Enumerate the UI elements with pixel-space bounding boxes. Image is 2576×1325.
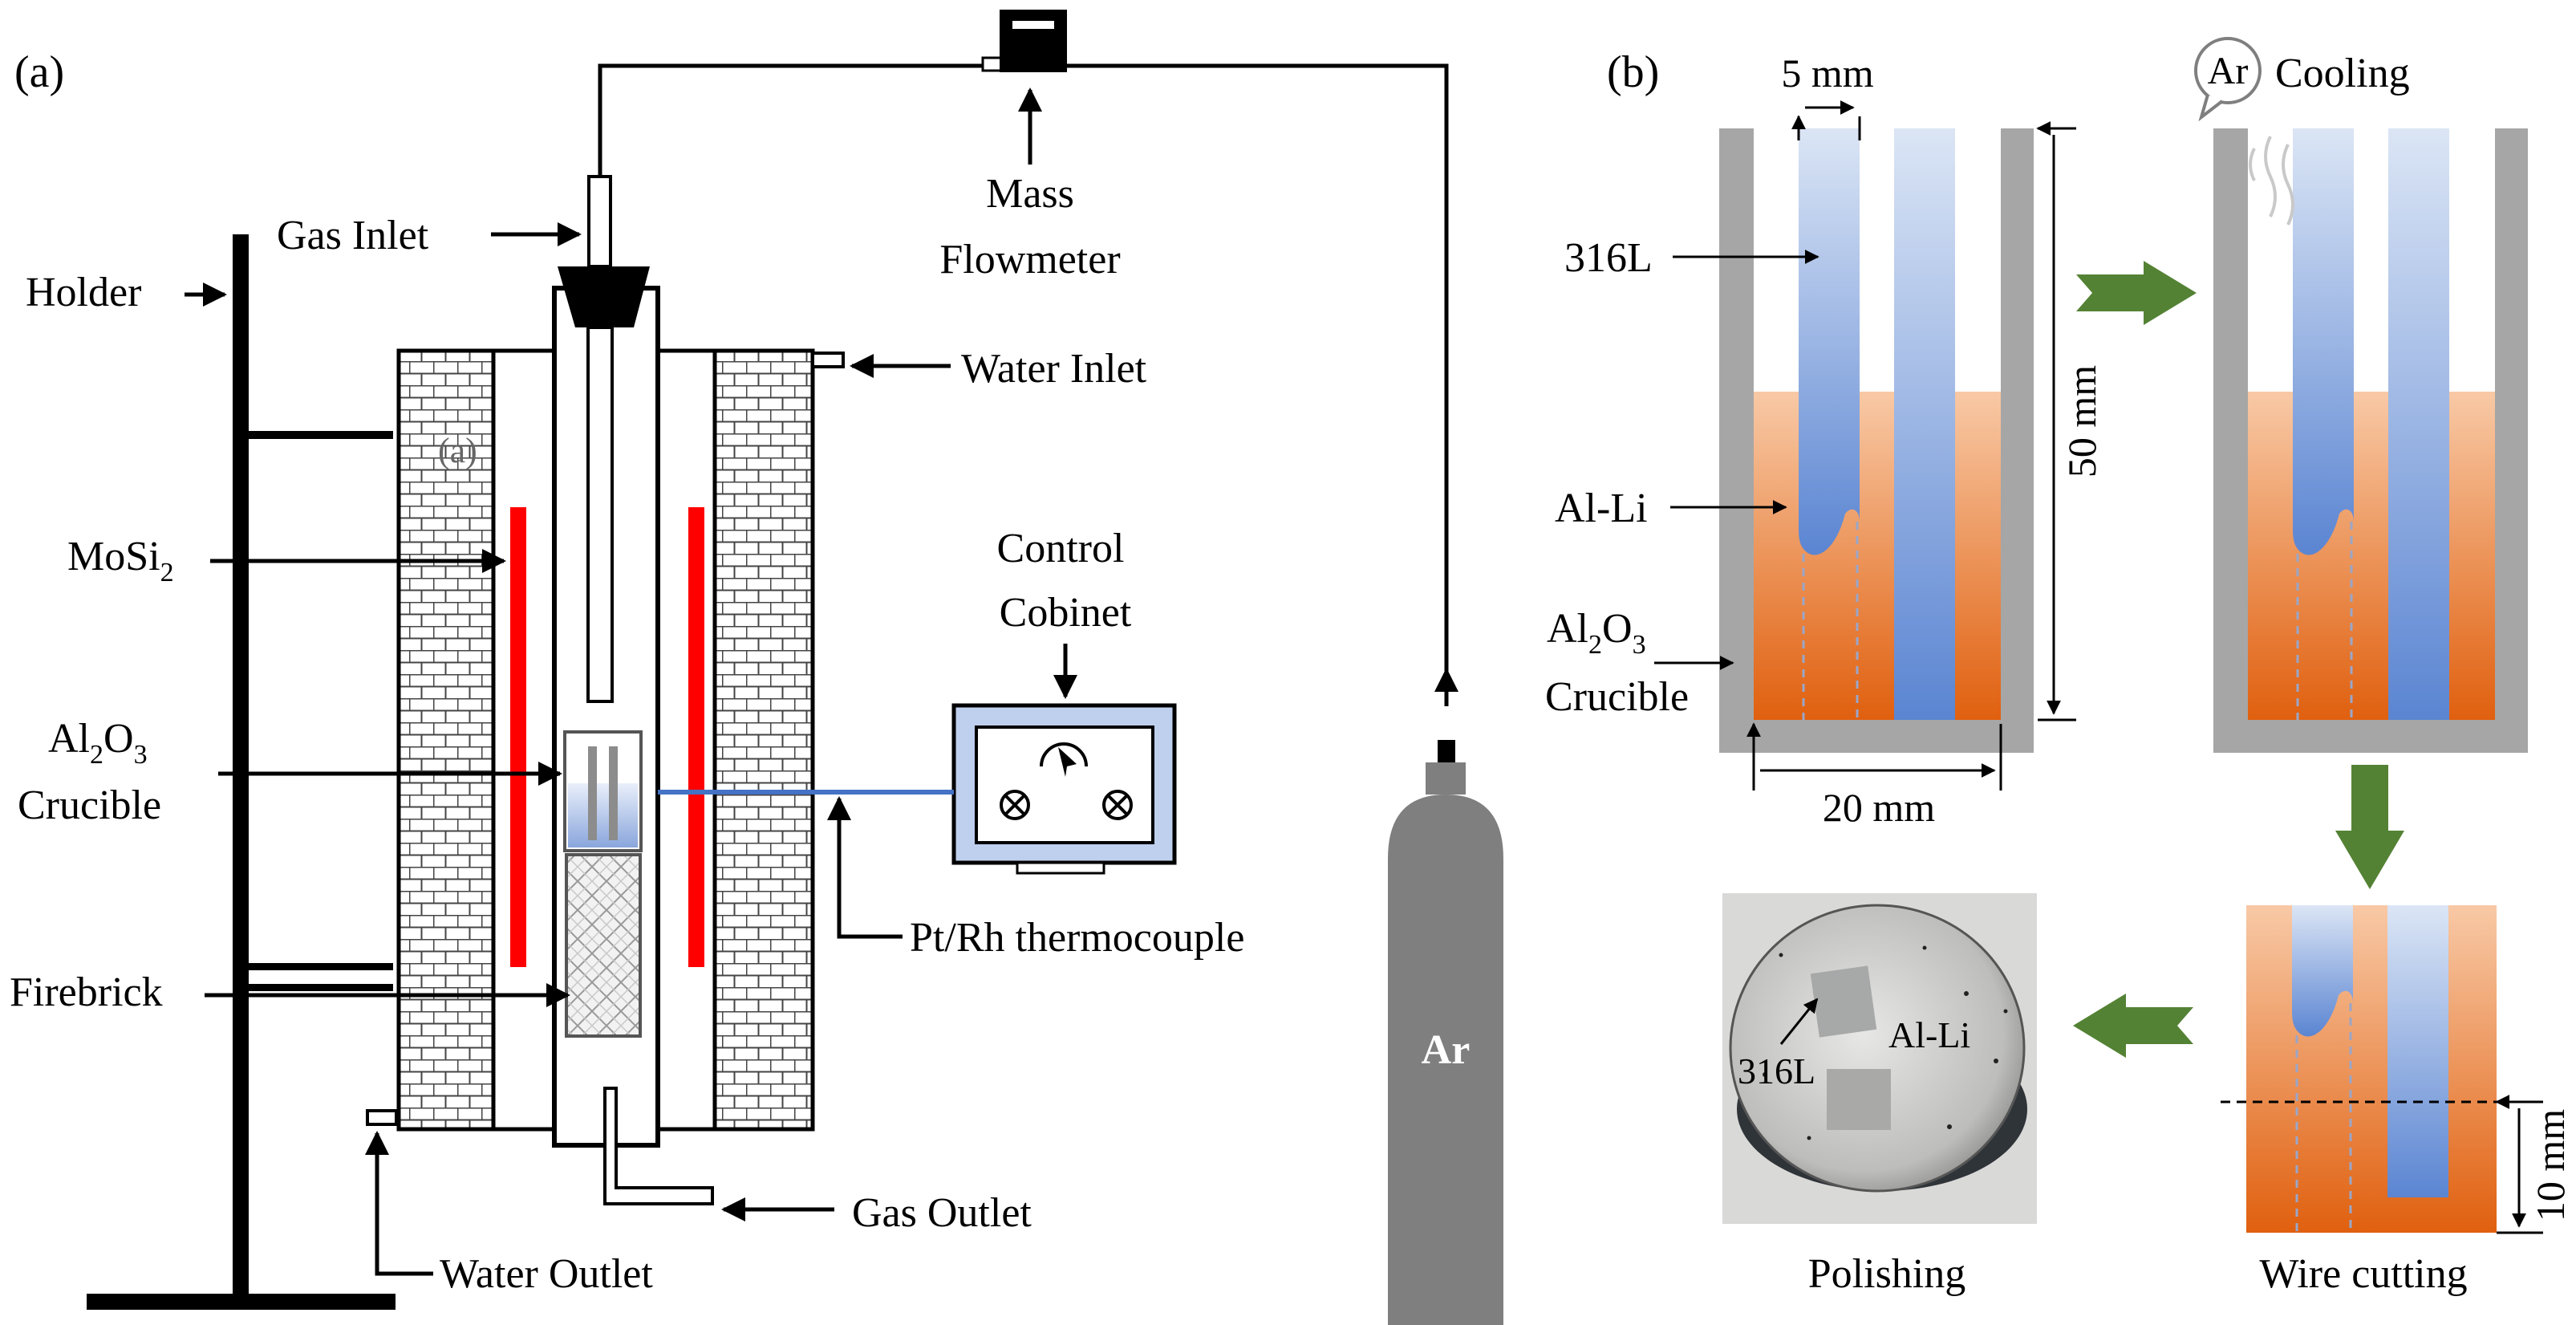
cooling-fumes [2249,136,2294,226]
argon-bubble-label: Ar [2208,50,2249,92]
dim-10mm-line [2497,1102,2543,1233]
b-crucible-label-formula: Al2O3 [1547,606,1646,660]
firebrick-label: Firebrick [10,969,163,1015]
heating-element-right [688,507,704,967]
inner-rod [586,326,614,703]
mass-flowmeter-label-1: Mass [986,171,1074,217]
photo-alloy-label: Al-Li [1888,1014,1970,1055]
control-cabinet-label-1: Control [997,526,1125,571]
crucible-label-word: Crucible [18,782,161,828]
inner-crucible-melt [568,783,638,847]
mass-flowmeter-label-2: Flowmeter [939,237,1120,282]
dim-50mm-label: 50 mm [2059,365,2104,478]
photo-steel-arrow [1779,998,1819,1045]
water-inlet-label: Water Inlet [961,346,1147,392]
firebrick-block [565,853,642,1038]
thermocouple-label: Pt/Rh thermocouple [910,915,1244,961]
holder-stand [87,234,396,1310]
step-arrow-down [2335,765,2404,889]
inner-mark: (a) [438,431,477,470]
dim-20mm-line [1754,724,2001,791]
gas-outlet-label: Gas Outlet [852,1190,1032,1236]
mass-flowmeter-device [981,10,1067,72]
polished-sample-photo [1722,893,2037,1224]
steel-label: 316L [1564,235,1653,281]
inner-sample-2 [609,746,618,840]
cooling-label: Cooling [2275,51,2410,96]
argon-bubble [2194,37,2262,122]
gas-inlet-pipe [587,175,612,268]
holder-label: Holder [26,270,141,315]
alloy-label: Al-Li [1555,486,1648,531]
control-cabinet [951,703,1177,875]
inner-sample-1 [588,746,597,840]
crucible-cooling [2213,128,2528,753]
water-outlet-arrow [365,1131,433,1276]
crucible-wire-cut [2246,905,2497,1233]
control-cabinet-label-2: Cobinet [1000,590,1132,636]
crucible-label-formula: Al2O3 [48,716,148,770]
dim-5mm-line [1799,108,1860,140]
heating-element-left [510,507,526,967]
argon-cylinder [1388,740,1503,1325]
left-brick-wall [396,348,496,1132]
wire-cutting-label: Wire cutting [2259,1251,2467,1297]
b-crucible-label-word: Crucible [1545,674,1689,720]
water-inlet-stub [811,352,845,368]
mosi2-label: MoSi2 [67,534,174,587]
gas-inlet-label: Gas Inlet [277,213,429,258]
argon-label: Ar [1422,1027,1471,1073]
polishing-label: Polishing [1808,1251,1966,1297]
dim-10mm-label: 10 mm [2528,1109,2573,1221]
step-arrow-left [2073,994,2193,1058]
photo-steel-label: 316L [1738,1051,1815,1091]
thermocouple-arrow [827,796,903,939]
water-outlet-label: Water Outlet [440,1251,653,1297]
gas-line [598,63,1449,682]
water-outlet-stub [366,1109,398,1126]
cabinet-knob-left [1000,790,1030,820]
dim-5mm-label: 5 mm [1781,51,1873,96]
step-arrow-right [2076,261,2197,325]
crucible-initial [1719,128,2034,753]
panel-a-label: (a) [14,47,64,97]
cabinet-knob-right [1102,790,1133,820]
panel-b-label: (b) [1607,47,1659,97]
dim-50mm-line [2038,128,2076,720]
tube-stopper [558,266,650,327]
gas-outlet-pipe [603,1087,714,1205]
dim-20mm-label: 20 mm [1823,785,1935,830]
right-brick-wall [712,348,815,1132]
